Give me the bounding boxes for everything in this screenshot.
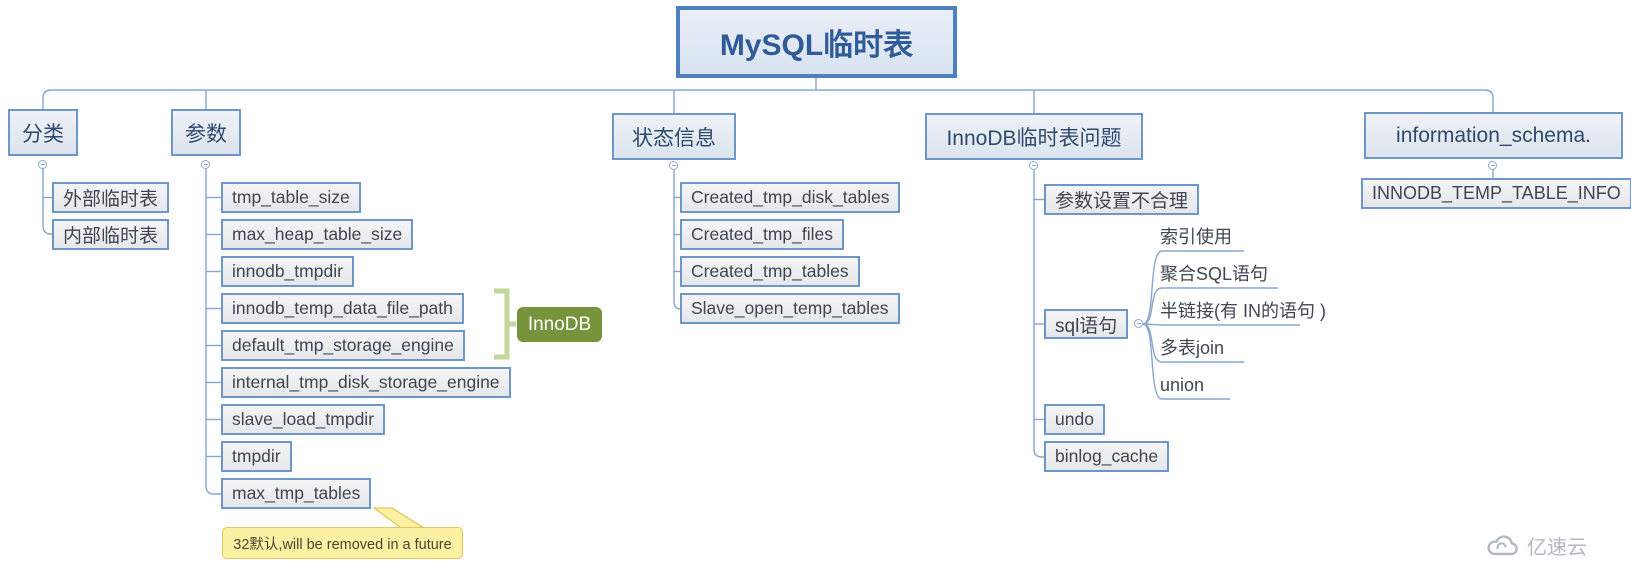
note-tail: [372, 507, 427, 529]
subtopic-aggregate-sql[interactable]: 聚合SQL语句: [1160, 264, 1269, 284]
subtopic-semi-join-in[interactable]: 半链接(有 IN的语句 ): [1160, 301, 1326, 321]
topic-max-tmp-tables[interactable]: max_tmp_tables: [221, 478, 372, 509]
topic-undo[interactable]: undo: [1044, 404, 1105, 435]
branch-classification[interactable]: 分类: [8, 109, 78, 156]
topic-tmp-table-size[interactable]: tmp_table_size: [221, 182, 361, 213]
watermark-text: 亿速云: [1527, 537, 1587, 559]
collapse-icon[interactable]: [201, 160, 210, 169]
cloud-icon: [1487, 534, 1518, 555]
topic-bad-parameter-settings[interactable]: 参数设置不合理: [1044, 184, 1200, 215]
collapse-icon[interactable]: [1029, 161, 1038, 170]
topic-external-temp-table[interactable]: 外部临时表: [52, 182, 170, 213]
subtopic-index-usage[interactable]: 索引使用: [1160, 227, 1232, 247]
topic-created-tmp-files[interactable]: Created_tmp_files: [680, 219, 845, 250]
topic-slave-open-temp-tables[interactable]: Slave_open_temp_tables: [680, 293, 900, 324]
branch-parameters[interactable]: 参数: [171, 109, 241, 156]
collapse-icon[interactable]: [38, 160, 47, 169]
collapse-icon[interactable]: [1134, 319, 1143, 328]
topic-created-tmp-disk-tables[interactable]: Created_tmp_disk_tables: [680, 182, 901, 213]
subtopic-union[interactable]: union: [1160, 375, 1205, 395]
topic-internal-tmp-disk-storage-engine[interactable]: internal_tmp_disk_storage_engine: [221, 367, 511, 398]
topic-innodb-temp-data-file-path[interactable]: innodb_temp_data_file_path: [221, 293, 464, 324]
collapse-icon[interactable]: [1488, 161, 1497, 170]
note-max-tmp-tables[interactable]: 32默认,will be removed in a future: [222, 527, 463, 559]
group-bracket: [494, 288, 516, 360]
topic-max-heap-table-size[interactable]: max_heap_table_size: [221, 219, 414, 250]
branch-innodb-issues[interactable]: InnoDB临时表问题: [925, 113, 1143, 160]
topic-internal-temp-table[interactable]: 内部临时表: [52, 219, 170, 250]
topic-innodb-tmpdir[interactable]: innodb_tmpdir: [221, 256, 354, 287]
topic-innodb-temp-table-info[interactable]: INNODB_TEMP_TABLE_INFO: [1361, 178, 1631, 209]
root-topic[interactable]: MySQL临时表: [676, 6, 957, 78]
subtopic-multi-table-join[interactable]: 多表join: [1160, 338, 1225, 358]
topic-default-tmp-storage-engine[interactable]: default_tmp_storage_engine: [221, 330, 465, 361]
topic-sql-statements[interactable]: sql语句: [1044, 309, 1129, 339]
topic-tmpdir[interactable]: tmpdir: [221, 441, 292, 472]
group-label-innodb[interactable]: InnoDB: [517, 307, 602, 342]
topic-binlog-cache[interactable]: binlog_cache: [1044, 441, 1170, 472]
watermark: 亿速云: [1486, 531, 1587, 560]
collapse-icon[interactable]: [669, 161, 678, 170]
topic-created-tmp-tables[interactable]: Created_tmp_tables: [680, 256, 860, 287]
topic-slave-load-tmpdir[interactable]: slave_load_tmpdir: [221, 404, 386, 435]
branch-status-info[interactable]: 状态信息: [612, 113, 736, 160]
branch-information-schema[interactable]: information_schema.: [1364, 112, 1623, 159]
